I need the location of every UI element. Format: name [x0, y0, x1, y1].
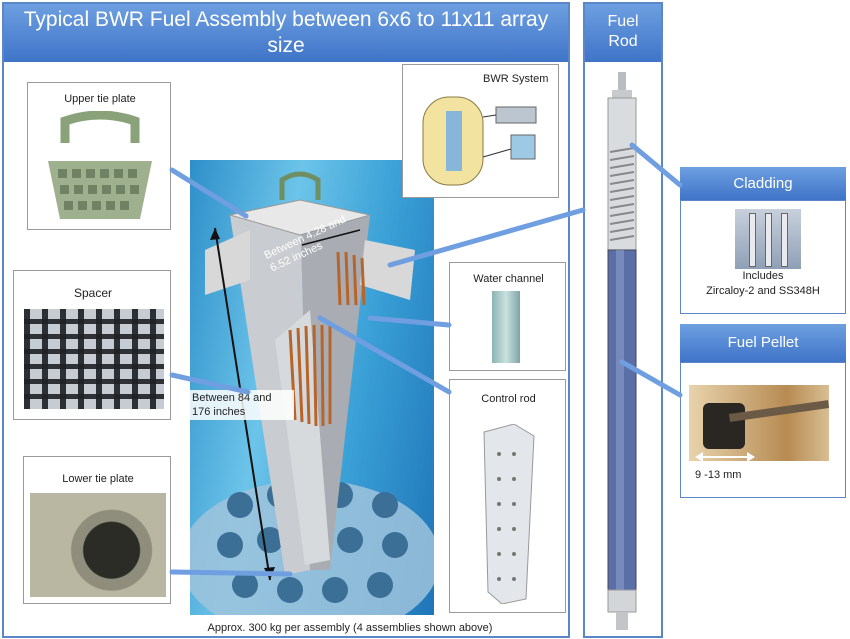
bwr-system-label: BWR System [483, 73, 549, 85]
bwr-system-image [422, 96, 537, 186]
fuel-rod-image [607, 72, 637, 630]
length-dimension-label: Between 84 and 176 inches [190, 390, 294, 420]
fuel-pellet-image [689, 385, 829, 461]
footer-caption: Approx. 300 kg per assembly (4 assemblie… [207, 622, 493, 634]
spacer-label: Spacer [73, 286, 113, 300]
length-dimension-text: Between 84 and 176 inches [192, 392, 272, 418]
water-channel-label: Water channel [473, 273, 544, 285]
fuel-pellet-title: Fuel Pellet [727, 334, 799, 351]
cladding-box: Includes Zircaloy-2 and SS348H [680, 200, 846, 314]
lower-tie-plate-box: Lower tie plate [23, 456, 171, 604]
cladding-header: Cladding [680, 167, 846, 200]
upper-tie-plate-image [48, 111, 152, 219]
fuel-rod-header: Fuel Rod [585, 4, 661, 62]
bwr-system-box: BWR System [402, 64, 559, 198]
main-title: Typical BWR Fuel Assembly between 6x6 to… [4, 4, 568, 62]
control-rod-image [483, 424, 535, 604]
water-channel-image [492, 291, 520, 363]
fuel-rod-header-text: Fuel Rod [607, 13, 639, 50]
control-rod-label: Control rod [481, 393, 536, 405]
fuel-pellet-header: Fuel Pellet [680, 324, 846, 362]
fuel-pellet-box: 9 -13 mm [680, 362, 846, 498]
cladding-image [735, 209, 801, 269]
main-title-text: Typical BWR Fuel Assembly between 6x6 to… [23, 8, 549, 57]
spacer-box: Spacer [13, 270, 171, 420]
cladding-line2: Zircaloy-2 and SS348H [706, 285, 820, 297]
cladding-line1: Includes [742, 270, 784, 282]
water-channel-box: Water channel [449, 262, 566, 371]
fuel-pellet-size: 9 -13 mm [695, 469, 742, 481]
control-rod-box: Control rod [449, 379, 566, 613]
lower-tie-plate-label: Lower tie plate [62, 473, 134, 485]
lower-tie-plate-image [30, 493, 166, 597]
upper-tie-plate-box: Upper tie plate [27, 82, 171, 230]
spacer-image [24, 309, 164, 409]
cladding-title: Cladding [733, 175, 793, 192]
pellet-size-arrow [695, 452, 755, 462]
upper-tie-plate-label: Upper tie plate [64, 93, 136, 105]
